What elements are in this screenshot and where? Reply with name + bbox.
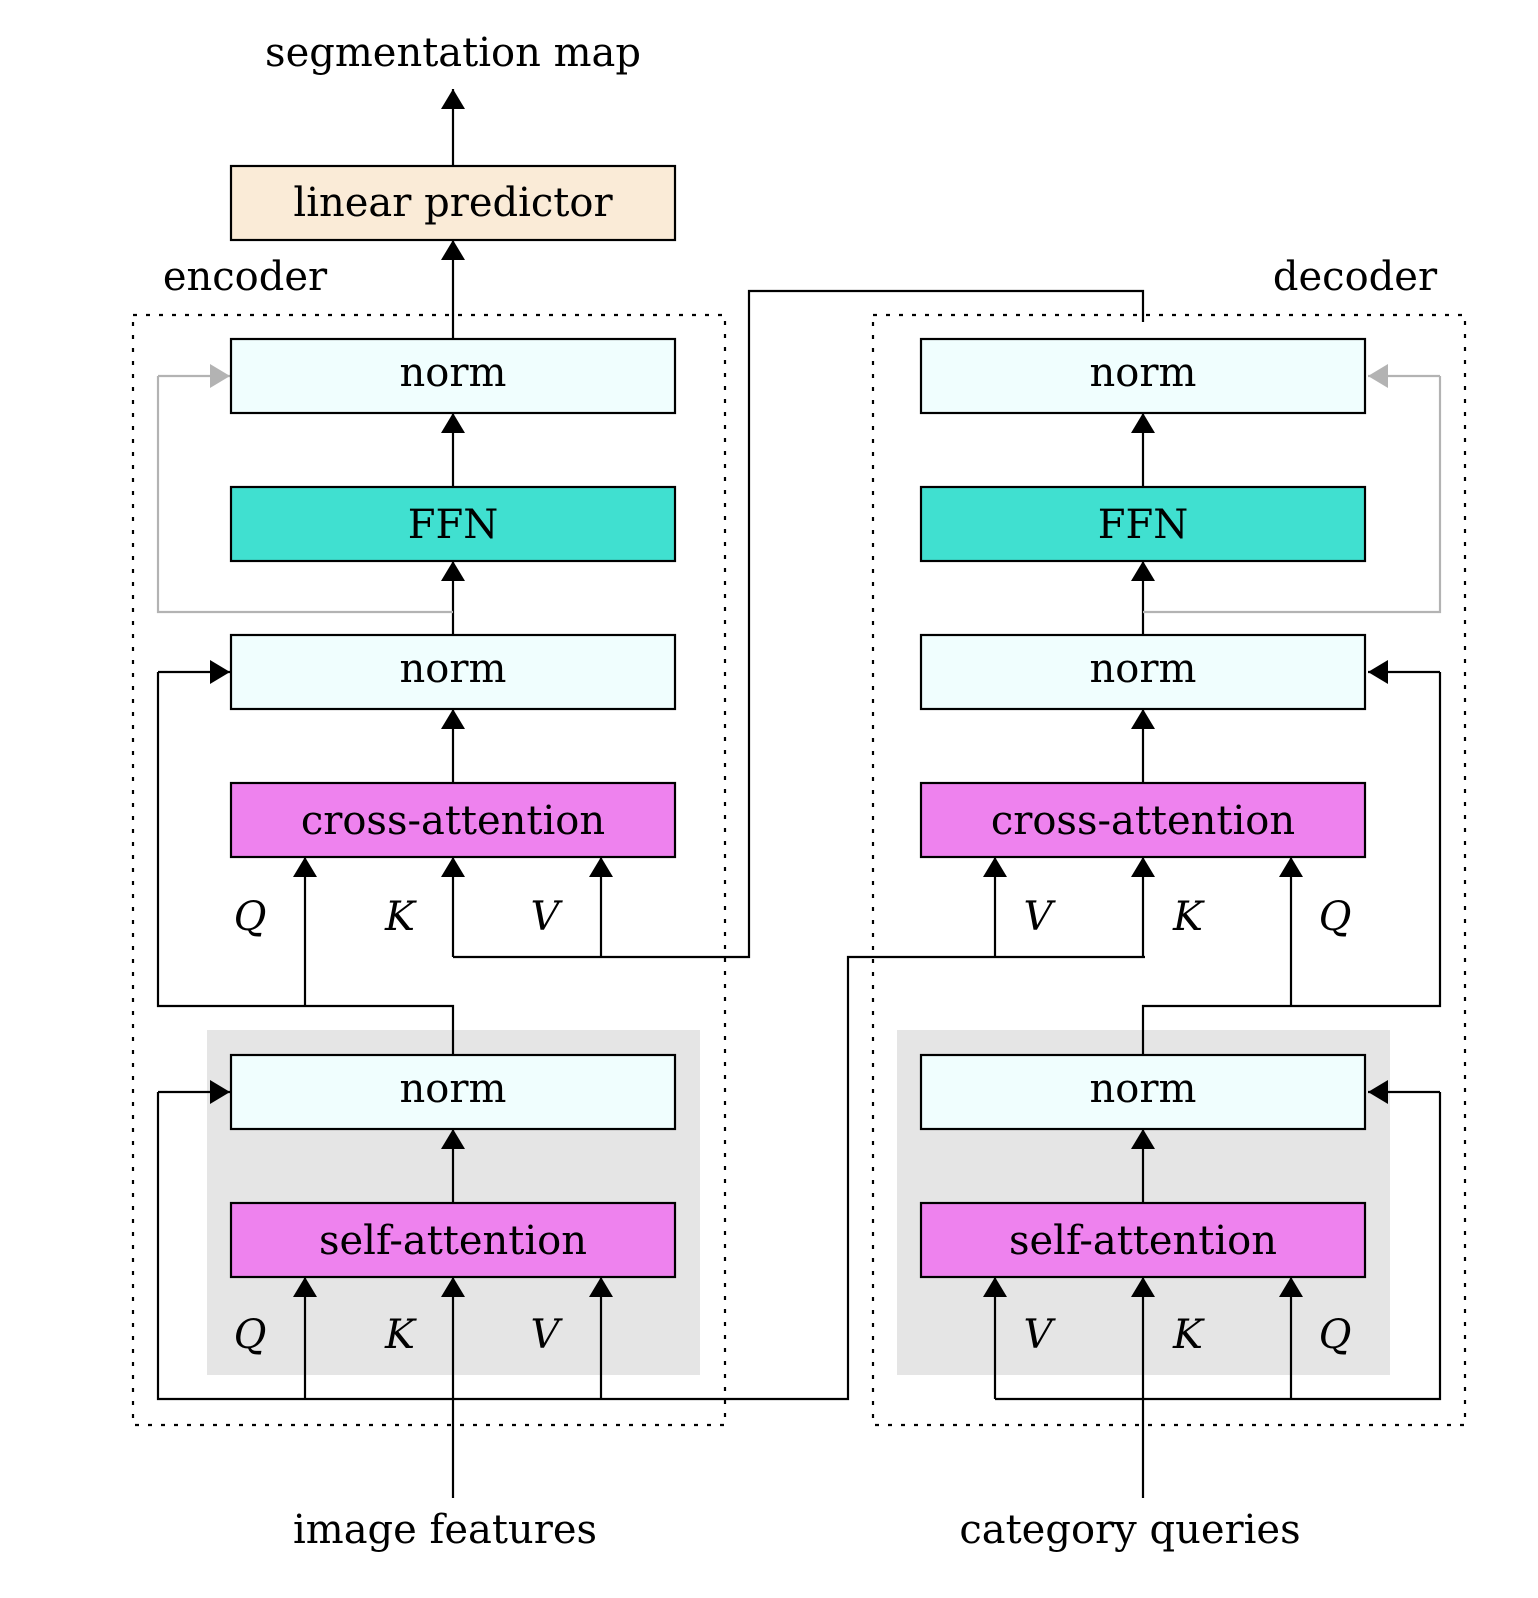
decoder-cross-attention: cross-attention: [919, 781, 1367, 859]
decoder-self-k-label: K: [1172, 1312, 1205, 1358]
image-features-label: image features: [293, 1507, 597, 1553]
encoder-ffn: FFN: [229, 485, 677, 563]
decoder-wires: [983, 364, 1442, 1498]
encoder-label: encoder: [163, 254, 328, 300]
decoder-cross-q-label: Q: [1319, 894, 1352, 940]
svg-text:cross-attention: cross-attention: [991, 798, 1295, 844]
decoder-self-attention: self-attention: [919, 1201, 1367, 1279]
encoder-self-k-label: K: [384, 1312, 417, 1358]
decoder-ffn: FFN: [919, 485, 1367, 563]
output-label: segmentation map: [265, 30, 641, 76]
svg-text:norm: norm: [400, 350, 507, 396]
svg-text:self-attention: self-attention: [1009, 1218, 1277, 1264]
decoder-norm-mid: norm: [919, 633, 1367, 711]
encoder-norm-bottom: norm: [229, 1053, 677, 1131]
decoder-cross-k-label: K: [1172, 894, 1205, 940]
svg-text:norm: norm: [400, 646, 507, 692]
encoder-self-attention: self-attention: [229, 1201, 677, 1279]
linear-predictor-label: linear predictor: [293, 180, 613, 226]
encoder-cross-attention: cross-attention: [229, 781, 677, 859]
decoder-cross-v-label: V: [1024, 894, 1057, 940]
svg-text:FFN: FFN: [1098, 502, 1189, 548]
encoder-cross-q-label: Q: [234, 894, 267, 940]
svg-text:FFN: FFN: [408, 502, 499, 548]
decoder-norm-top: norm: [919, 337, 1367, 415]
encoder-self-v-label: V: [531, 1312, 564, 1358]
encoder-self-q-label: Q: [234, 1312, 267, 1358]
decoder-self-v-label: V: [1024, 1312, 1057, 1358]
decoder-self-q-label: Q: [1319, 1312, 1352, 1358]
decoder-frame: [871, 313, 1467, 1427]
encoder-norm-top: norm: [229, 337, 677, 415]
svg-text:norm: norm: [1090, 350, 1197, 396]
encoder-cross-v-label: V: [531, 894, 564, 940]
category-queries-label: category queries: [959, 1507, 1300, 1553]
decoder-label: decoder: [1273, 254, 1438, 300]
svg-text:norm: norm: [1090, 1066, 1197, 1112]
encoder-frame: [131, 313, 727, 1427]
encoder-cross-k-label: K: [384, 894, 417, 940]
svg-text:cross-attention: cross-attention: [301, 798, 605, 844]
svg-text:norm: norm: [1090, 646, 1197, 692]
decoder-norm-bottom: norm: [919, 1053, 1367, 1131]
encoder-norm-mid: norm: [229, 633, 677, 711]
encoder-wires: [156, 89, 1145, 1498]
svg-text:norm: norm: [400, 1066, 507, 1112]
linear-predictor-block: linear predictor: [229, 164, 677, 242]
svg-text:self-attention: self-attention: [319, 1218, 587, 1264]
